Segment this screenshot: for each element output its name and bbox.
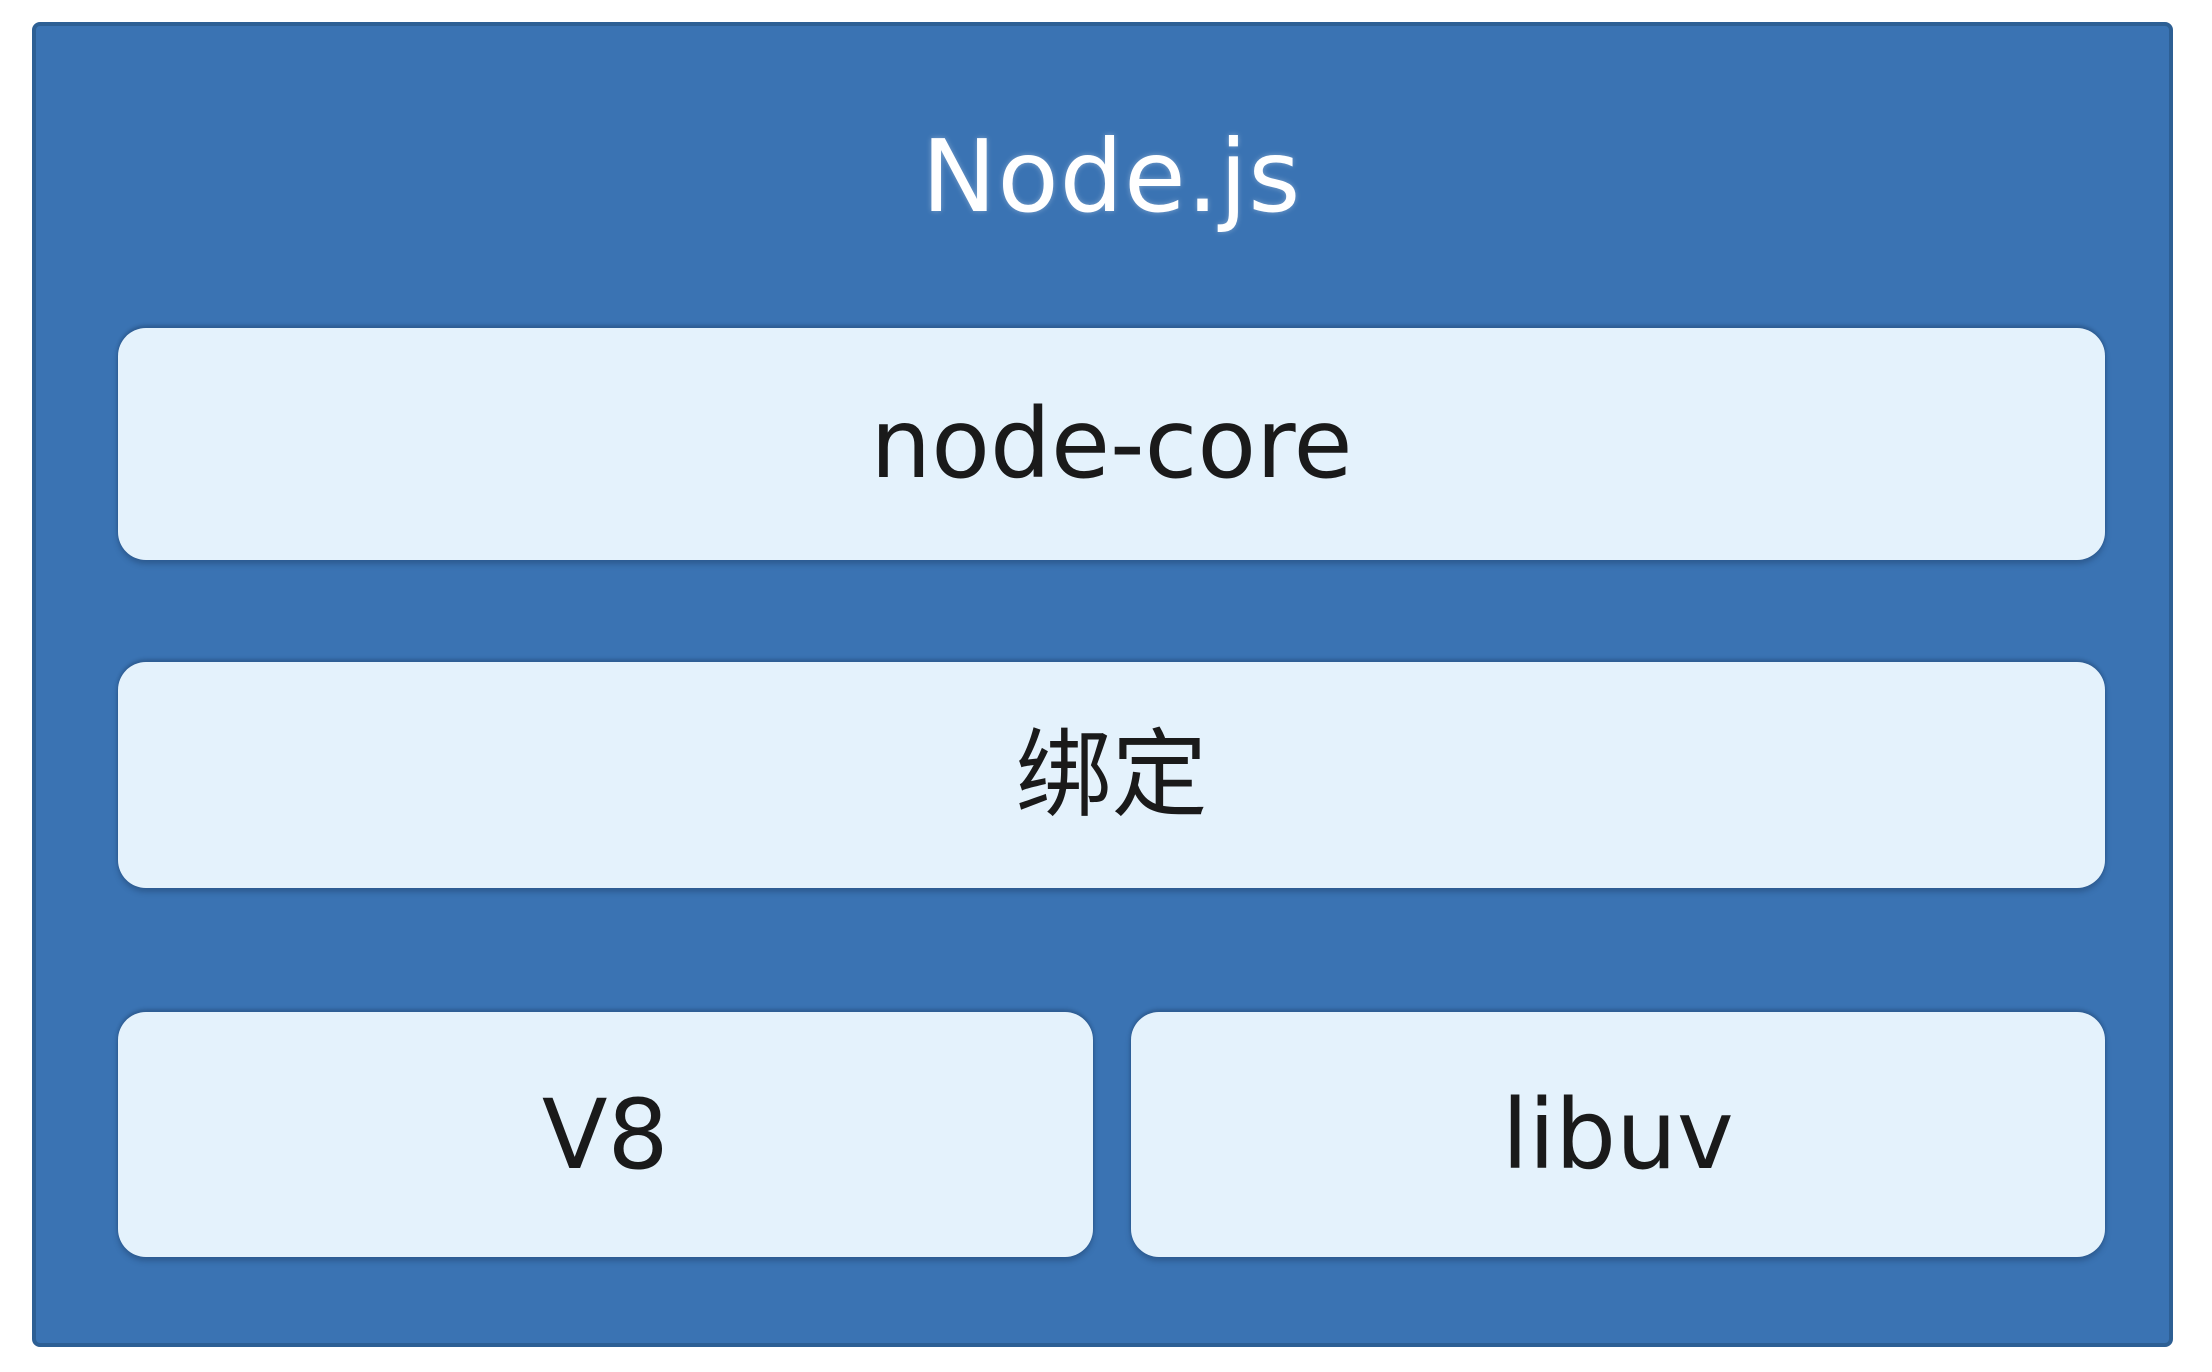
- box-bindings: 绑定: [118, 662, 2105, 888]
- diagram-title: Node.js: [921, 118, 1302, 235]
- box-bindings-label: 绑定: [1015, 719, 1208, 831]
- engine-row: V8 libuv: [118, 1012, 2105, 1257]
- box-v8-label: V8: [541, 1078, 669, 1191]
- box-node-core: node-core: [118, 328, 2105, 560]
- box-libuv-label: libuv: [1501, 1078, 1734, 1191]
- box-node-core-label: node-core: [870, 388, 1353, 500]
- box-v8: V8: [118, 1012, 1093, 1257]
- box-libuv: libuv: [1130, 1012, 2105, 1257]
- nodejs-architecture-panel: Node.js node-core 绑定 V8 libuv: [32, 22, 2173, 1347]
